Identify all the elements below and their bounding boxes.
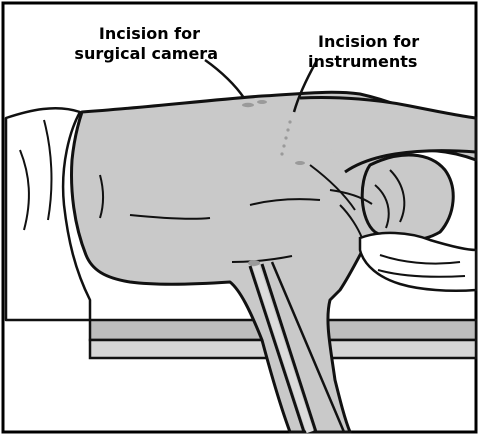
camera-leader-line — [205, 60, 244, 98]
instrument-incision-mark — [295, 161, 305, 165]
camera-label-line1: Incision for — [42, 24, 218, 44]
camera-incision-mark-2 — [257, 100, 267, 104]
instruments-label-line1: Incision for — [318, 32, 419, 52]
camera-incision-mark — [242, 103, 254, 107]
patient-head — [362, 155, 453, 240]
instrument-incision-mark-2 — [248, 260, 260, 266]
instruments-label-line2: instruments — [308, 52, 419, 72]
instruments-incision-label: Incision for instruments — [318, 32, 419, 72]
camera-incision-label: Incision for surgical camera — [42, 24, 218, 64]
camera-label-line2: surgical camera — [42, 44, 218, 64]
